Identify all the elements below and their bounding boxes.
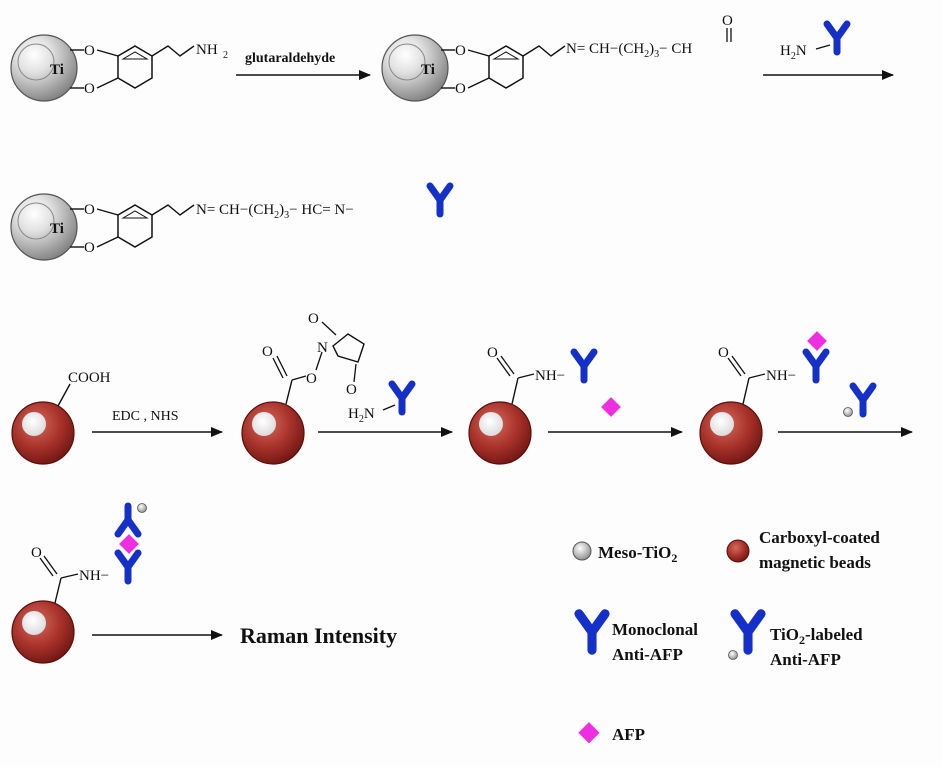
monoclonal-antibody-icon xyxy=(579,614,605,650)
nitrogen-label: N xyxy=(317,340,328,356)
carbonyl-oxygen: O xyxy=(722,13,733,29)
cooh-label: COOH xyxy=(68,370,111,386)
tio2-particle-icon xyxy=(728,650,738,660)
legend: Meso-TiO2 Carboxyl-coated magnetic beads… xyxy=(572,528,880,744)
legend-meso-tio2: Meso-TiO2 xyxy=(598,543,677,565)
row1-intermediate: Ti O O N= CH−(CH2)3− CH O xyxy=(381,13,733,102)
antibody-icon xyxy=(827,24,847,52)
antibody-icon xyxy=(114,502,142,538)
legend-afp: AFP xyxy=(612,725,645,744)
oxygen-label: O xyxy=(346,382,357,398)
antibody-reagent: H2N xyxy=(780,24,847,62)
bead-antibody: O NH− xyxy=(468,345,594,465)
magnetic-bead-icon xyxy=(468,401,532,465)
legend-labeled-line1: TiO2-labeled xyxy=(770,625,863,647)
ti-label: Ti xyxy=(421,62,435,78)
antibody-icon xyxy=(430,186,450,214)
antibody-reagent: H2N xyxy=(348,384,412,425)
raman-intensity-label: Raman Intensity xyxy=(240,623,397,648)
oxygen-label: O xyxy=(308,311,319,327)
legend-labeled-line2: Anti-AFP xyxy=(770,650,841,669)
bead-sandwich-complex: O NH− xyxy=(11,502,147,664)
oxygen-label: O xyxy=(31,545,42,561)
oxygen-label: O xyxy=(718,345,729,361)
oxygen-label: O xyxy=(306,371,317,387)
afp-diamond-icon xyxy=(578,722,600,744)
succinimide-ring xyxy=(332,333,365,363)
reagent-glutaraldehyde: glutaraldehyde xyxy=(245,51,335,66)
meso-tio2-icon xyxy=(572,541,592,561)
tio2-labeled-antibody-reagent xyxy=(843,386,874,417)
legend-beads-line1: Carboxyl-coated xyxy=(759,528,880,547)
afp-diamond-icon xyxy=(807,331,827,351)
chain-text: N= CH−(CH2)3− CH xyxy=(566,41,692,60)
antibody-icon xyxy=(118,553,138,581)
chain-text: N= CH−(CH2)3− HC= N− xyxy=(196,202,354,221)
magnetic-bead-icon xyxy=(699,401,763,465)
magnetic-bead-icon xyxy=(11,600,75,664)
bead-nhs-ester: O O N O O xyxy=(241,311,365,465)
bead-cooh: COOH xyxy=(11,370,111,465)
amide-label: NH− xyxy=(79,568,109,584)
legend-beads-line2: magnetic beads xyxy=(759,553,871,572)
svg-text:H2N: H2N xyxy=(780,43,807,62)
amide-label: NH− xyxy=(766,368,796,384)
reagent-edc-nhs: EDC , NHS xyxy=(112,409,179,424)
svg-text:H2N: H2N xyxy=(348,406,375,425)
ti-label: Ti xyxy=(50,62,64,78)
oxygen-label: O xyxy=(84,202,95,218)
bead-antibody-afp: O NH− xyxy=(699,331,827,465)
antibody-icon xyxy=(392,384,412,412)
antibody-icon xyxy=(806,352,826,380)
oxygen-label: O xyxy=(84,81,95,97)
oxygen-label: O xyxy=(262,344,273,360)
tio2-particle-icon xyxy=(137,503,147,513)
oxygen-label: O xyxy=(84,43,95,59)
row2-product: Ti O O N= CH−(CH2)3− HC= N− xyxy=(10,186,450,261)
oxygen-label: O xyxy=(455,81,466,97)
magnetic-bead-icon xyxy=(726,539,750,563)
magnetic-bead-icon xyxy=(241,401,305,465)
oxygen-label: O xyxy=(487,345,498,361)
afp-diamond-icon xyxy=(601,397,621,417)
row1-reactant: Ti O O NH 2 xyxy=(10,34,228,102)
legend-monoclonal-line2: Anti-AFP xyxy=(612,645,683,664)
tio2-labeled-antibody-icon xyxy=(735,614,761,650)
oxygen-label: O xyxy=(84,240,95,256)
oxygen-label: O xyxy=(455,43,466,59)
svg-text:2: 2 xyxy=(223,50,228,61)
amide-label: NH− xyxy=(535,368,565,384)
ti-label: Ti xyxy=(50,221,64,237)
amine-label: NH xyxy=(196,42,218,58)
antibody-icon xyxy=(853,386,873,414)
legend-monoclonal-line1: Monoclonal xyxy=(612,620,698,639)
magnetic-bead-icon xyxy=(11,401,75,465)
tio2-particle-icon xyxy=(843,407,853,417)
antibody-icon xyxy=(574,352,594,380)
